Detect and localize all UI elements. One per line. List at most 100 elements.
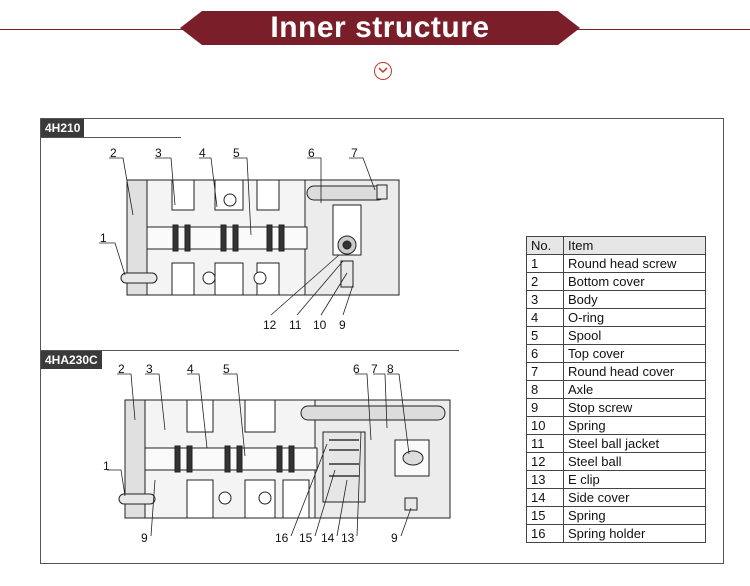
callout-5: 5 — [223, 362, 230, 376]
port — [256, 179, 280, 211]
part-name: Spring — [563, 506, 706, 525]
callout-10: 10 — [313, 318, 327, 332]
column-header-no: No. — [526, 236, 564, 255]
port — [282, 479, 310, 519]
callout-4: 4 — [187, 362, 194, 376]
part-number: 1 — [526, 254, 564, 273]
model-tag-rule — [41, 137, 181, 138]
column-header-item: Item — [563, 236, 706, 255]
model-tag-4h210: 4H210 — [41, 119, 85, 137]
callout-2: 2 — [118, 362, 125, 376]
callout-2: 2 — [110, 146, 117, 160]
stop-screw — [376, 184, 388, 200]
page-title: Inner structure — [270, 11, 490, 44]
port — [214, 262, 244, 296]
o-ring — [220, 224, 227, 252]
callout-12: 12 — [263, 318, 277, 332]
part-number: 7 — [526, 362, 564, 381]
valve-diagram-4h210: 2 3 4 5 6 7 1 12 11 10 9 — [99, 146, 400, 332]
callout-6: 6 — [308, 146, 315, 160]
round-head-screw — [120, 272, 158, 284]
part-number: 2 — [526, 272, 564, 291]
round-head-cover — [306, 185, 386, 201]
callout-9: 9 — [339, 318, 346, 332]
part-name: E clip — [563, 470, 706, 489]
part-number: 4 — [526, 308, 564, 327]
part-name: Stop screw — [563, 398, 706, 417]
part-name: Round head cover — [563, 362, 706, 381]
part-name: Axle — [563, 380, 706, 399]
stop-screw — [404, 497, 418, 511]
callout-16: 16 — [275, 531, 289, 545]
part-number: 8 — [526, 380, 564, 399]
part-number: 16 — [526, 524, 564, 543]
part-number: 3 — [526, 290, 564, 309]
callout-6: 6 — [353, 362, 360, 376]
part-number: 6 — [526, 344, 564, 363]
callout-3: 3 — [155, 146, 162, 160]
spring — [340, 260, 354, 288]
o-ring — [224, 445, 231, 473]
part-name: Side cover — [563, 488, 706, 507]
o-ring — [276, 445, 283, 473]
round-head-screw — [118, 493, 156, 505]
o-ring — [288, 445, 295, 473]
part-name: Steel ball — [563, 452, 706, 471]
o-ring — [278, 224, 285, 252]
callout-4: 4 — [199, 146, 206, 160]
callout-1: 1 — [103, 459, 110, 473]
o-ring — [172, 224, 179, 252]
o-ring — [174, 445, 181, 473]
port — [171, 262, 195, 296]
callout-15: 15 — [299, 531, 313, 545]
o-ring — [232, 224, 239, 252]
part-name: Steel ball jacket — [563, 434, 706, 453]
port — [186, 479, 214, 519]
part-number: 9 — [526, 398, 564, 417]
callout-1: 1 — [100, 231, 107, 245]
callout-3: 3 — [146, 362, 153, 376]
callout-11: 11 — [289, 318, 302, 332]
callout-7: 7 — [351, 146, 358, 160]
part-number: 13 — [526, 470, 564, 489]
model-tag-4ha230c: 4HA230C — [41, 351, 102, 369]
o-ring — [236, 445, 243, 473]
part-number: 10 — [526, 416, 564, 435]
callout-5: 5 — [233, 146, 240, 160]
title-banner: Inner structure — [180, 11, 580, 45]
callout-14: 14 — [321, 531, 335, 545]
callout-13: 13 — [341, 531, 355, 545]
part-name: Round head screw — [563, 254, 706, 273]
part-number: 12 — [526, 452, 564, 471]
callout-9: 9 — [141, 531, 148, 545]
part-name: Spring holder — [563, 524, 706, 543]
part-number: 11 — [526, 434, 564, 453]
structure-frame — [40, 118, 724, 564]
o-ring — [266, 224, 273, 252]
part-name: O-ring — [563, 308, 706, 327]
section-divider — [41, 350, 459, 351]
table-header-row: No. Item — [526, 236, 706, 255]
port-hole — [223, 193, 237, 207]
callout-9: 9 — [391, 531, 398, 545]
callout-7: 7 — [371, 362, 378, 376]
chevron-down-icon[interactable] — [374, 62, 392, 80]
port — [186, 399, 214, 433]
o-ring — [186, 445, 193, 473]
